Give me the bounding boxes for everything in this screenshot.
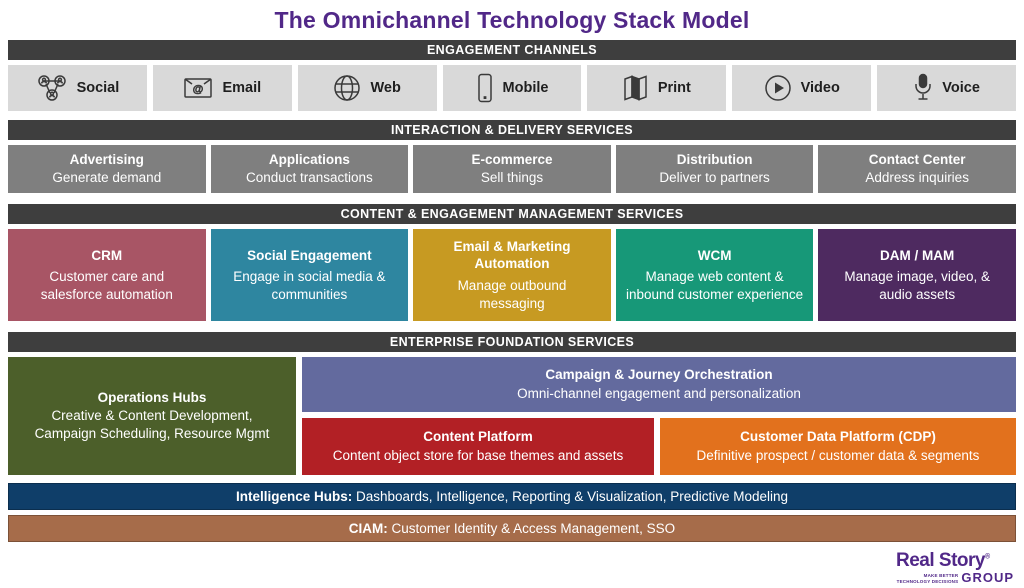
service-subtitle: Generate demand — [52, 170, 162, 185]
email-icon: @ — [183, 76, 213, 100]
box-title: DAM / MAM — [880, 247, 955, 263]
service-title: E-commerce — [471, 151, 553, 167]
box-customer-data-platform: Customer Data Platform (CDP) Definitive … — [660, 418, 1016, 475]
ciam-bar: CIAM: Customer Identity & Access Managem… — [8, 515, 1016, 542]
content-mgmt-header: CONTENT & ENGAGEMENT MANAGEMENT SERVICES — [8, 204, 1016, 224]
service-distribution: Distribution Deliver to partners — [615, 145, 814, 193]
intelligence-hubs-bar: Intelligence Hubs: Dashboards, Intellige… — [8, 483, 1016, 510]
box-content-platform: Content Platform Content object store fo… — [302, 418, 654, 475]
box-subtitle: Manage outbound messaging — [457, 278, 567, 311]
page-title: The Omnichannel Technology Stack Model — [274, 7, 750, 33]
svg-text:@: @ — [193, 84, 204, 96]
service-contact-center: Contact Center Address inquiries — [818, 145, 1016, 193]
channel-web: Web — [297, 65, 437, 111]
service-title: Contact Center — [868, 151, 966, 167]
service-subtitle: Sell things — [480, 170, 544, 185]
service-subtitle: Deliver to partners — [659, 170, 770, 185]
channel-voice: Voice — [877, 65, 1017, 111]
bar-label: Dashboards, Intelligence, Reporting & Vi… — [352, 489, 789, 504]
channel-label: Social — [76, 80, 120, 96]
service-title: Applications — [268, 151, 350, 167]
bar-label-bold: CIAM: — [348, 521, 388, 536]
box-title: Operations Hubs — [97, 389, 207, 405]
channel-label: Mobile — [502, 80, 549, 96]
engagement-channels-row: Social @ Email — [8, 65, 1017, 111]
service-subtitle: Conduct transactions — [245, 170, 373, 185]
box-email-marketing-automation: Email & Marketing Automation Manage outb… — [413, 229, 611, 321]
box-subtitle: Manage web content & inbound customer ex… — [626, 269, 804, 302]
box-subtitle: Creative & Content Development, Campaign… — [34, 407, 270, 442]
channel-label: Voice — [942, 80, 980, 96]
box-wcm: WCM Manage web content & inbound custome… — [615, 229, 814, 321]
foundation-grid: Operations Hubs Creative & Content Devel… — [8, 357, 1016, 475]
mobile-phone-icon — [476, 73, 494, 103]
box-subtitle: Manage image, video, & audio assets — [844, 269, 990, 302]
microphone-icon — [913, 73, 933, 103]
real-story-group-logo: Real Story® MAKE BETTER TECHNOLOGY DECIS… — [896, 551, 1014, 584]
logo-group-text: GROUP — [961, 570, 1014, 585]
foundation-header: ENTERPRISE FOUNDATION SERVICES — [8, 332, 1016, 352]
box-crm: CRM Customer care and salesforce automat… — [8, 229, 206, 321]
channel-print: Print — [587, 65, 727, 111]
box-title: Campaign & Journey Orchestration — [545, 367, 773, 383]
brochure-icon — [623, 74, 649, 102]
box-subtitle: Customer care and salesforce automation — [40, 269, 173, 302]
box-subtitle: Content object store for base themes and… — [332, 447, 624, 463]
registered-mark: ® — [984, 553, 990, 561]
box-title: Customer Data Platform (CDP) — [740, 429, 936, 445]
bar-label: Customer Identity & Access Management, S… — [387, 521, 676, 536]
logo-wordmark: Real Story® — [896, 550, 990, 571]
interaction-services-header: INTERACTION & DELIVERY SERVICES — [8, 120, 1016, 140]
channel-label: Video — [800, 80, 840, 96]
interaction-services-row: Advertising Generate demand Applications… — [8, 145, 1016, 193]
stack-body: ENGAGEMENT CHANNELS Social — [8, 40, 1017, 542]
box-title: Email & Marketing Automation — [453, 238, 571, 272]
service-applications: Applications Conduct transactions — [210, 145, 409, 193]
box-dam-mam: DAM / MAM Manage image, video, & audio a… — [818, 229, 1016, 321]
service-title: Distribution — [676, 151, 753, 167]
box-title: CRM — [91, 247, 123, 263]
globe-icon — [333, 74, 361, 102]
channel-label: Print — [657, 80, 691, 96]
logo-tagline: MAKE BETTER TECHNOLOGY DECISIONS — [896, 573, 959, 584]
box-social-engagement: Social Engagement Engage in social media… — [210, 229, 409, 321]
box-subtitle: Omni-channel engagement and personalizat… — [517, 385, 801, 401]
box-title: Content Platform — [423, 429, 533, 445]
service-advertising: Advertising Generate demand — [8, 145, 206, 193]
box-campaign-journey-orchestration: Campaign & Journey Orchestration Omni-ch… — [302, 357, 1016, 412]
bar-label-bold: Intelligence Hubs: — [235, 489, 353, 504]
box-operations-hubs: Operations Hubs Creative & Content Devel… — [8, 357, 296, 475]
box-title: WCM — [697, 247, 732, 263]
channel-video: Video — [732, 65, 872, 111]
service-ecommerce: E-commerce Sell things — [413, 145, 611, 193]
service-subtitle: Address inquiries — [865, 170, 969, 185]
channel-email: @ Email — [152, 65, 292, 111]
box-subtitle: Engage in social media & communities — [233, 269, 386, 302]
channel-label: Web — [370, 80, 401, 96]
service-title: Advertising — [69, 151, 144, 167]
play-circle-icon — [764, 74, 792, 102]
social-network-icon — [36, 73, 68, 103]
box-subtitle: Definitive prospect / customer data & se… — [696, 447, 980, 463]
channel-social: Social — [8, 65, 147, 111]
channel-label: Email — [222, 80, 262, 96]
content-mgmt-row: CRM Customer care and salesforce automat… — [8, 229, 1016, 321]
box-title: Social Engagement — [247, 247, 372, 263]
engagement-channels-header: ENGAGEMENT CHANNELS — [8, 40, 1016, 60]
channel-mobile: Mobile — [442, 65, 582, 111]
